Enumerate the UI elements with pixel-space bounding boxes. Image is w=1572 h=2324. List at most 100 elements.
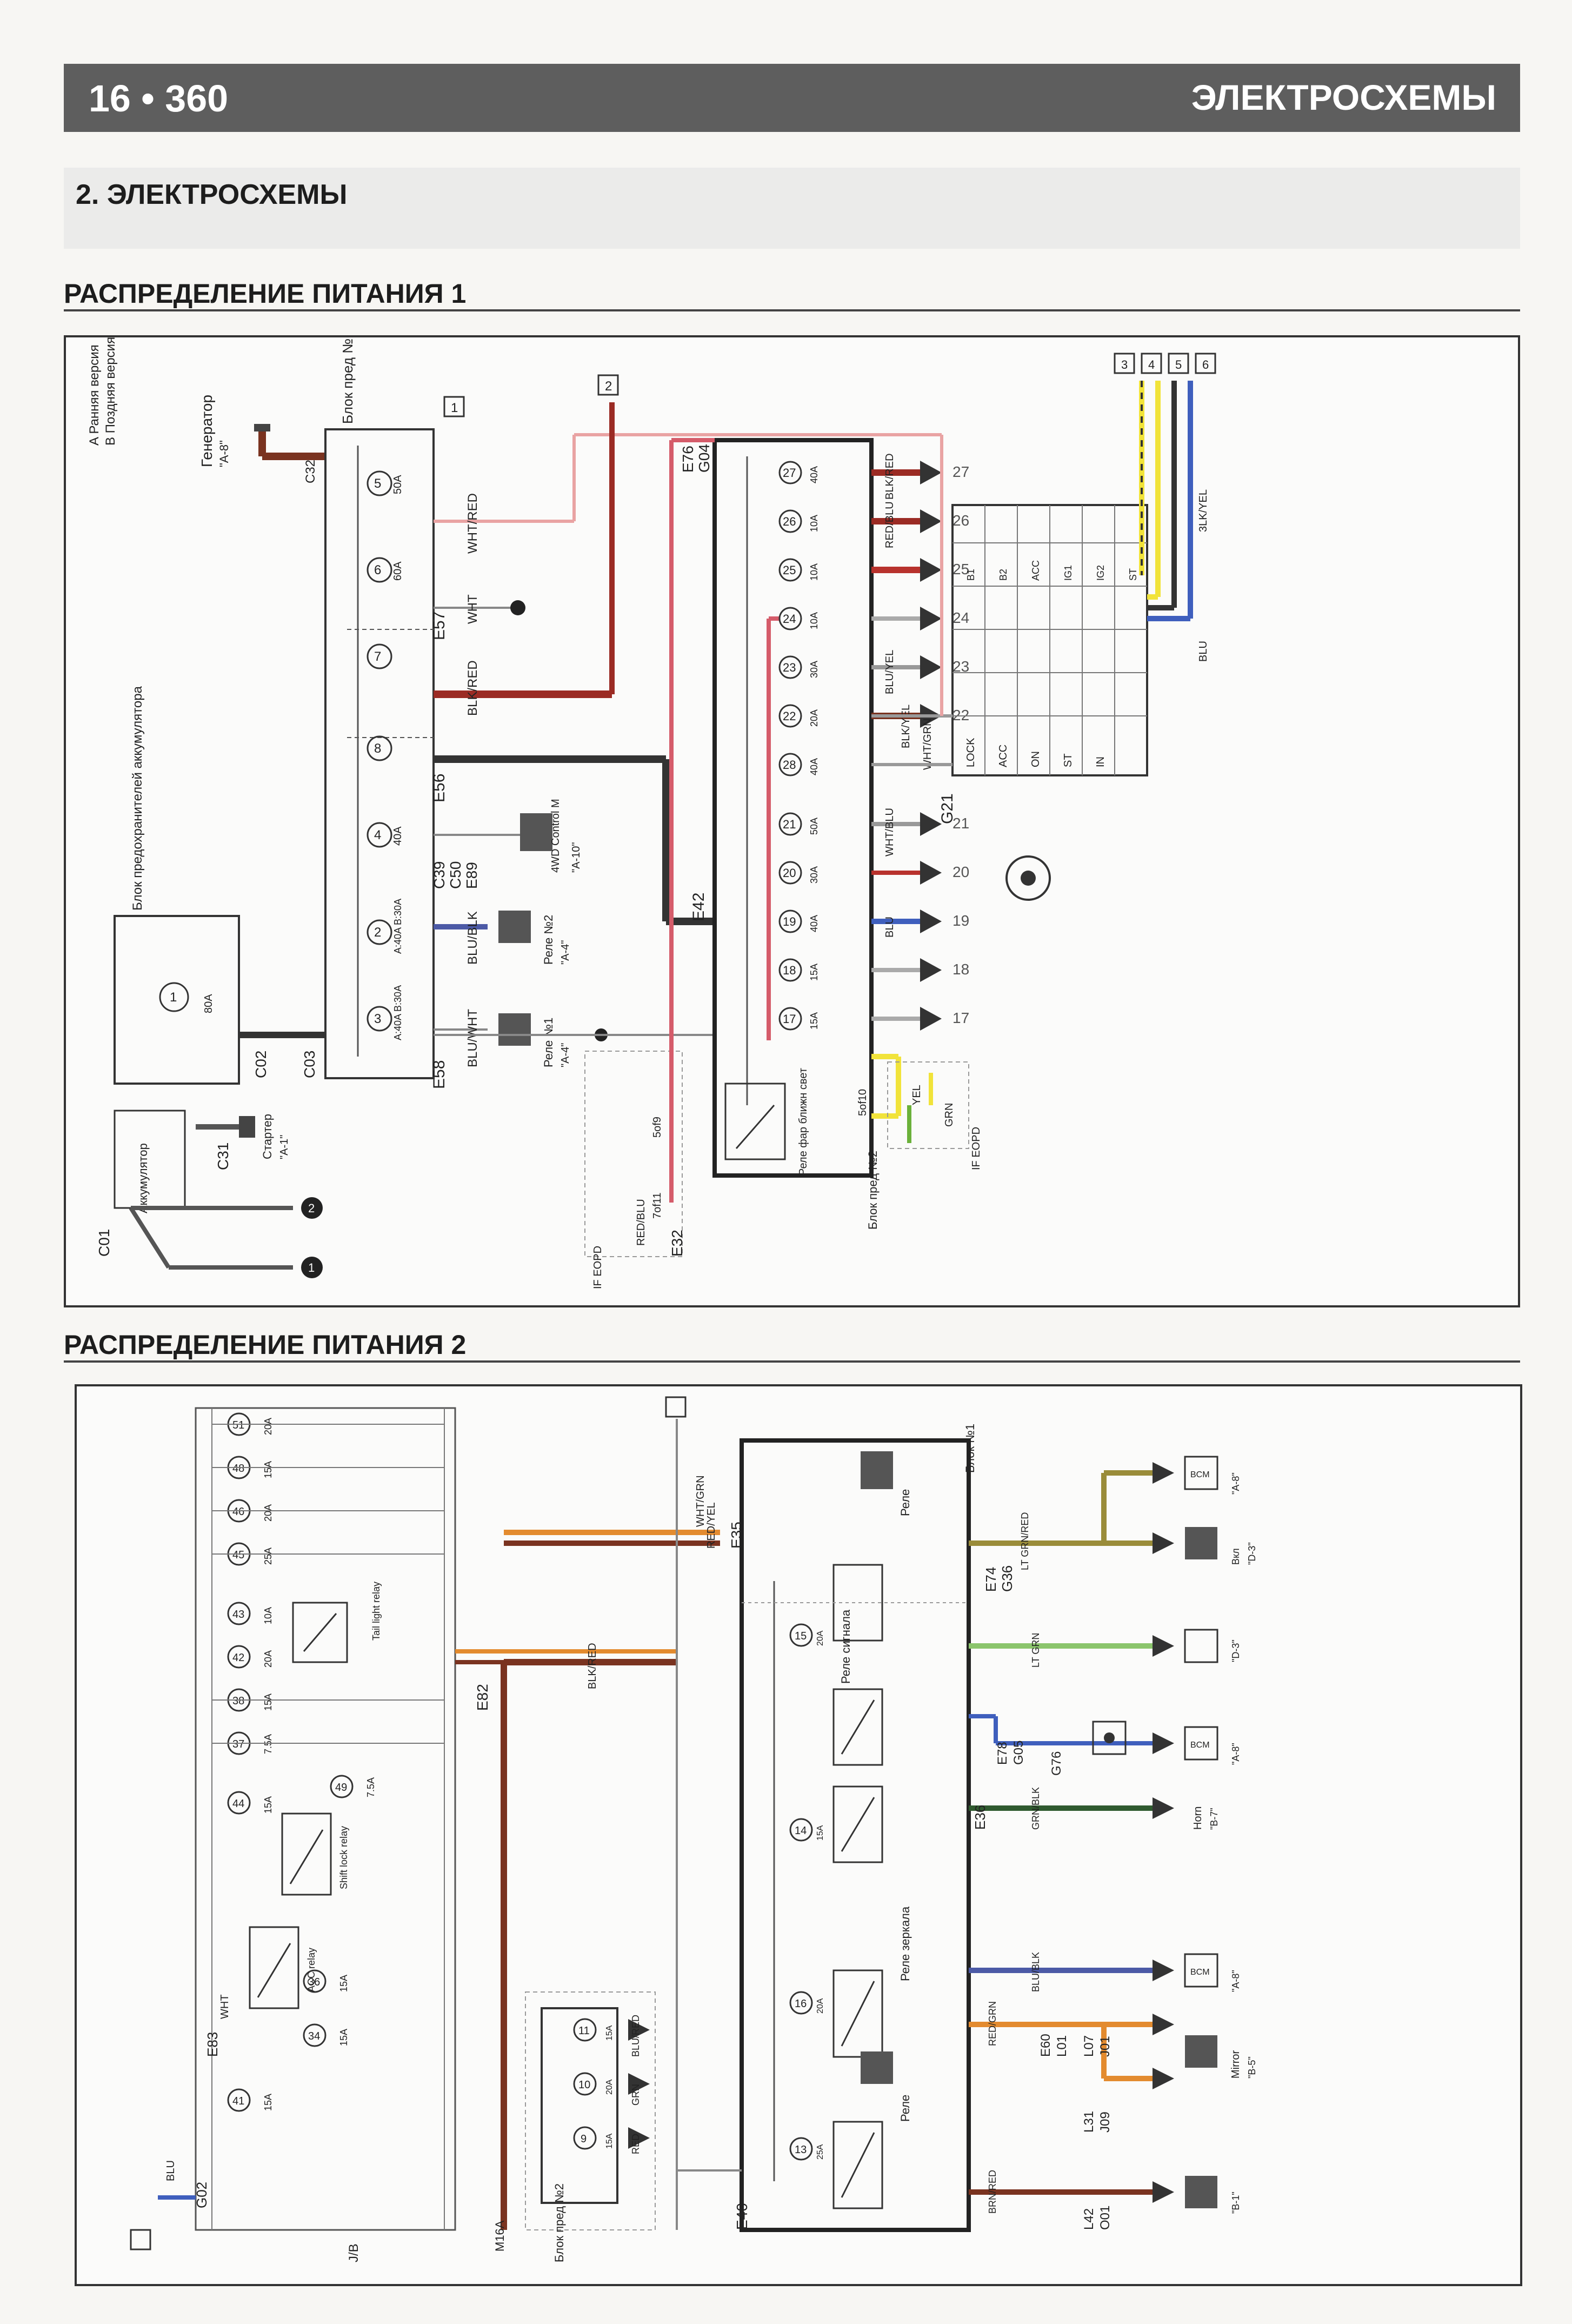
fuse-22: 22 20A: [778, 704, 820, 728]
ground-point: [510, 600, 525, 615]
fuse-4: [367, 822, 392, 848]
svg-text:20A: 20A: [263, 1418, 274, 1435]
svg-text:42: 42: [232, 1652, 244, 1664]
fuse-6-amp: 60A: [392, 561, 404, 581]
fuse-3-amp: A:40A B:30A: [392, 985, 403, 1040]
svg-text:20A: 20A: [605, 2079, 614, 2095]
ref-2: 2: [605, 379, 612, 394]
svg-text:38: 38: [232, 1695, 244, 1707]
section-band: 2. ЭЛЕКТРОСХЕМЫ: [64, 168, 1520, 249]
wire-yel: YEL: [911, 1085, 923, 1105]
if-eopd-1: IF EOPD: [970, 1127, 982, 1170]
vkl-ref: "D-3": [1247, 1542, 1257, 1565]
ign-col-b1: B1: [965, 569, 976, 581]
wire-3lk-yel: 3LK/YEL: [1197, 489, 1209, 532]
fuse-block-2: [712, 438, 874, 1178]
svg-text:7.5A: 7.5A: [365, 1777, 376, 1797]
if-eopd-2: IF EOPD: [592, 1246, 604, 1289]
diagram2-title: РАСПРЕДЕЛЕНИЕ ПИТАНИЯ 2: [64, 1330, 467, 1360]
vkl-label: Вкл: [1230, 1548, 1241, 1565]
svg-text:34: 34: [308, 2030, 320, 2042]
wire-blk-red-3: BLK/RED: [587, 1643, 598, 1689]
conn-e58: E58: [430, 1060, 448, 1089]
fuse-1: [159, 982, 189, 1012]
svg-text:4: 4: [1148, 358, 1155, 371]
relay-2-ref: "A-4": [559, 940, 571, 965]
fuse-block-2-mini: [541, 2007, 618, 2204]
conn-e36: E36: [972, 1805, 988, 1830]
rear-defog-load: [1185, 2176, 1217, 2208]
block2-fuses: 27 40A 26 10A 25 10A 24 10A 23 30A: [778, 461, 820, 1031]
wire-lt-grn-red: LT GRN/RED: [1020, 1512, 1030, 1570]
svg-text:10A: 10A: [809, 563, 820, 581]
fuse-2-num: 2: [374, 925, 381, 940]
ign-pos-st: ST: [1062, 753, 1074, 767]
connector-block: [1092, 1721, 1127, 1755]
terminal-1-num: 1: [308, 1261, 315, 1274]
ign-pos-acc: ACC: [997, 745, 1009, 767]
svg-text:3: 3: [1121, 358, 1128, 371]
relay-1-label: Реле №1: [542, 1018, 555, 1067]
wire-blu-wht: BLU/WHT: [465, 1009, 480, 1067]
mirror-icon: [1185, 2035, 1217, 2068]
bcm-3: [1184, 1953, 1218, 1988]
svg-text:46: 46: [232, 1506, 244, 1518]
starter-terminal: [239, 1116, 255, 1138]
block2-mini-label: Блок пред №2: [552, 2183, 566, 2262]
wire-brn-red: BRN/RED: [987, 2170, 998, 2214]
ign-col-in: IN: [1095, 756, 1107, 767]
battery-label: Аккумулятор: [136, 1143, 150, 1213]
conn-g36: G36: [999, 1565, 1015, 1592]
horn-relay: [832, 1785, 883, 1863]
svg-text:15A: 15A: [263, 1461, 274, 1478]
fuse-38: 38 15A: [227, 1688, 274, 1712]
svg-text:18: 18: [783, 964, 796, 977]
fuse-28: 28 40A: [778, 753, 820, 776]
fuse-23: 23 30A: [778, 655, 820, 679]
legend-late: B Поздняя версия: [103, 337, 118, 446]
fuse-8: [367, 735, 392, 761]
fuse-7: [367, 643, 392, 669]
fuse-2: [367, 919, 392, 945]
wire-red-grn: RED/GRN: [987, 2001, 998, 2046]
conn-j01: J01: [1098, 2036, 1113, 2057]
conn-m16a: M16A: [493, 2220, 507, 2252]
block1-label-2: Блок №1: [963, 1424, 977, 1473]
page-header: 16 • 360 ЭЛЕКТРОСХЕМЫ: [64, 64, 1520, 132]
svg-text:36: 36: [308, 1976, 320, 1988]
wire-blu-yel: BLU/YEL: [884, 650, 896, 694]
svg-text:10A: 10A: [263, 1607, 274, 1624]
svg-text:5: 5: [1175, 358, 1182, 371]
acc-relay: [249, 1926, 299, 2009]
conn-o01: O01: [1098, 2206, 1113, 2230]
svg-text:9: 9: [581, 2133, 587, 2145]
svg-text:18: 18: [952, 961, 969, 978]
fuse-7of11: 7of11: [651, 1192, 663, 1219]
fuse-5of10: 5of10: [857, 1089, 869, 1116]
ref-box-7: [665, 1396, 687, 1418]
wire-blu-blk-2: BLU/BLK: [1030, 1952, 1041, 1992]
fuse-18: 18 15A: [778, 958, 820, 982]
conn-e60: E60: [1038, 2034, 1053, 2057]
starter-label: Стартер: [261, 1114, 274, 1159]
svg-text:24: 24: [952, 609, 969, 626]
terminal-2: [301, 1197, 323, 1219]
ref-box-1: [443, 396, 465, 417]
svg-text:15A: 15A: [263, 1694, 274, 1711]
wire-blk-red-1: BLK/RED: [465, 660, 480, 716]
svg-text:15A: 15A: [605, 2133, 614, 2149]
bcm-3-ref: "A-8": [1230, 1970, 1241, 1992]
tail-light-relay: [292, 1602, 348, 1663]
ref-box-6: [130, 2229, 151, 2250]
svg-text:27: 27: [783, 466, 796, 480]
conn-e42: E42: [690, 893, 708, 921]
wire-grn: GRN: [943, 1103, 955, 1127]
ign-col-acc: ACC: [1030, 560, 1041, 581]
svg-text:16: 16: [795, 1998, 807, 2010]
